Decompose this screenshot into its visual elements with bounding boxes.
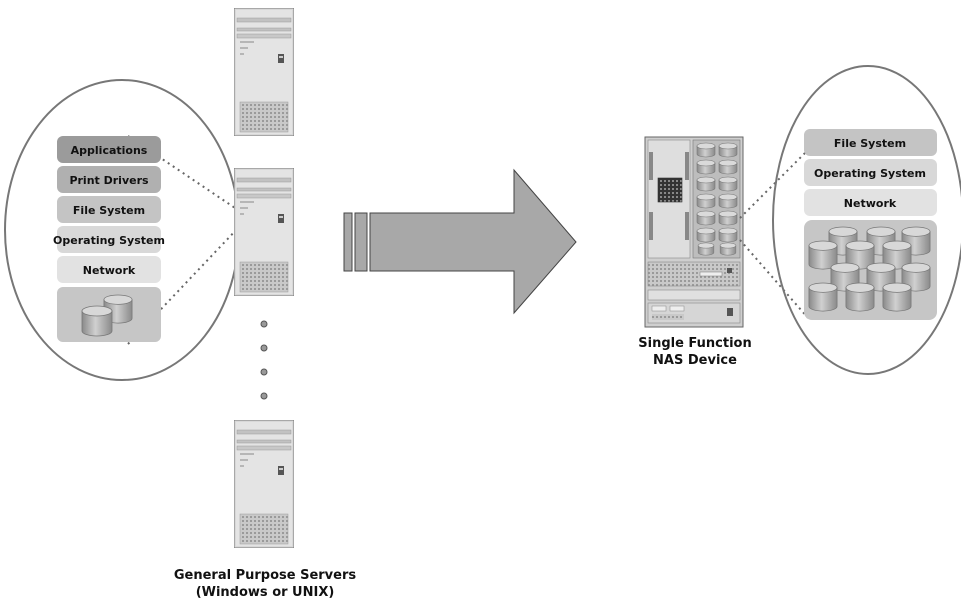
disk-cylinder-icon [81,305,113,337]
callout-ellipse [772,65,961,375]
disk-cylinder-icon [696,159,716,175]
disk-cylinder-icon [697,242,715,256]
callout-connector-top [127,135,239,211]
disk-cylinder-icon [696,193,716,209]
layer-label: Print Drivers [69,174,149,187]
right-arrow-icon [343,168,577,315]
disk-cylinder-icon [719,242,737,256]
layer-applications: Applications [57,136,161,163]
disk-cylinder-icon [718,159,738,175]
layer-print-drivers: Print Drivers [57,166,161,193]
layer-operating-system: Operating System [53,226,165,253]
disk-cylinder-icon [718,176,738,192]
disk-cylinder-icon [696,210,716,226]
ellipsis-dots-icon [260,320,268,400]
nas-caption-line1: Single Function [638,336,752,351]
layer-network: Network [57,256,161,283]
callout-connector-bottom [739,239,809,319]
layer-network: Network [804,189,937,216]
nas-cabinet-icon [644,136,744,328]
layer-stack: Applications Print Drivers File System O… [53,136,165,342]
layer-stack: File System Operating System Network [804,129,937,320]
layer-label: File System [73,204,145,217]
nas-caption: Single Function NAS Device [615,335,775,369]
disk-cylinder-icon [808,282,838,312]
servers-caption-line2: (Windows or UNIX) [195,585,335,600]
disk-cylinder-icon [696,142,716,158]
disk-cylinder-icon [718,193,738,209]
layer-label: Applications [71,144,148,157]
server-tower-icon [234,168,294,296]
nas-caption-line2: NAS Device [653,353,737,368]
layer-label: Operating System [814,167,926,180]
callout-connector-bottom [127,227,239,345]
callout-connector-top [739,149,809,219]
disk-cylinder-icon [718,210,738,226]
layer-file-system: File System [804,129,937,156]
right-callout: File System Operating System Network [739,65,961,375]
server-tower-icon [234,8,294,136]
layer-label: File System [834,137,906,150]
layer-file-system: File System [57,196,161,223]
layer-operating-system: Operating System [804,159,937,186]
disk-cylinder-icon [845,282,875,312]
left-callout: Applications Print Drivers File System O… [4,79,240,381]
servers-caption-line1: General Purpose Servers [173,568,357,583]
disk-cylinder-icon [882,282,912,312]
servers-caption: General Purpose Servers (Windows or UNIX… [150,567,380,601]
disk-cylinder-icon [696,176,716,192]
layer-label: Network [844,197,897,210]
storage-panel [804,220,937,320]
disk-cylinder-icon [718,142,738,158]
disk-cylinder-icon [696,227,716,243]
server-tower-icon [234,420,294,548]
layer-label: Network [83,264,136,277]
storage-panel [57,287,161,342]
layer-label: Operating System [53,234,165,247]
disk-cylinder-icon [718,227,738,243]
